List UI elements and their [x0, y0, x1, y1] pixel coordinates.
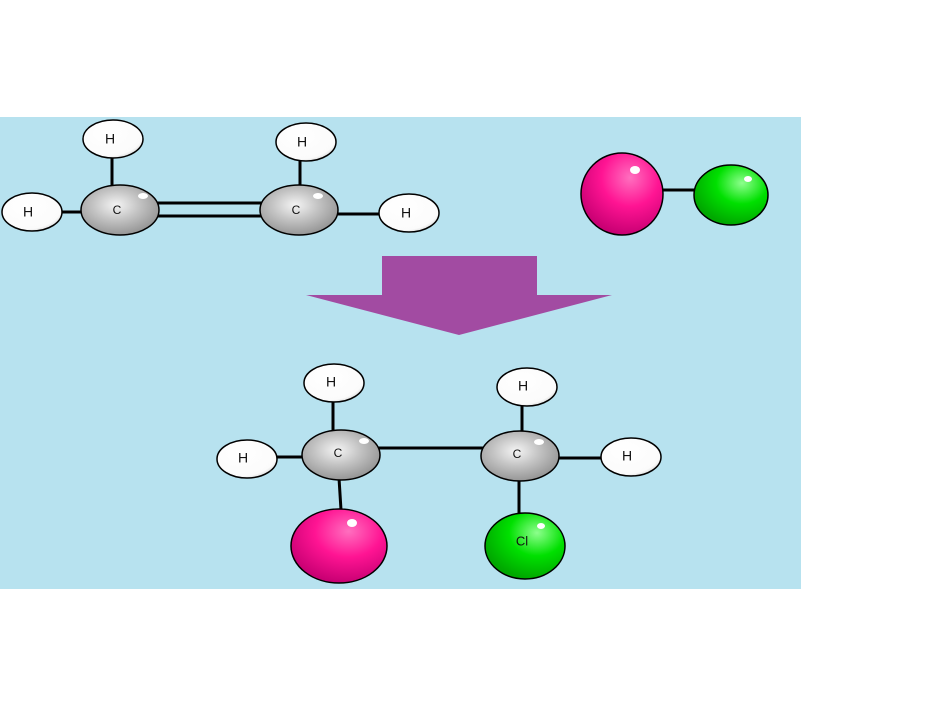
- chlorine-atom: Cl: [484, 512, 566, 580]
- atom-label: H: [326, 374, 336, 390]
- atom-label: C: [334, 446, 343, 460]
- carbon-atom: C: [301, 429, 381, 481]
- magenta-atom: [290, 508, 388, 584]
- carbon-atom: C: [80, 184, 160, 236]
- carbon-atom: C: [480, 430, 560, 482]
- hydrogen-atom: H: [303, 363, 365, 403]
- down-arrow-icon: [306, 256, 612, 335]
- atom-label: C: [513, 447, 522, 461]
- atom-label: H: [297, 134, 307, 150]
- atom-label: H: [401, 205, 411, 221]
- hydrogen-atom: H: [82, 119, 144, 159]
- hydrogen-atom: H: [1, 192, 63, 232]
- ethene-molecule: H H H H C C: [1, 119, 440, 236]
- hydrogen-atom: H: [378, 193, 440, 233]
- atom-label: C: [292, 203, 301, 217]
- bond: [337, 477, 343, 511]
- atom-label: H: [105, 131, 115, 147]
- chlorine-atom: [693, 164, 769, 226]
- hydrogen-atom: H: [275, 122, 337, 162]
- atom-label: Cl: [516, 533, 528, 548]
- hydrogen-atom: H: [496, 367, 558, 407]
- magenta-atom: [580, 152, 664, 236]
- atom-label: H: [622, 448, 632, 464]
- atom-label: C: [113, 203, 122, 217]
- atom-label: H: [518, 378, 528, 394]
- hydrogen-atom: H: [216, 439, 278, 479]
- product-molecule: H H H H C C: [216, 363, 662, 584]
- atom-label: H: [238, 450, 248, 466]
- hydrogen-atom: H: [600, 437, 662, 477]
- diatomic-molecule: [580, 152, 769, 236]
- carbon-atom: C: [259, 184, 339, 236]
- atom-label: H: [23, 204, 33, 220]
